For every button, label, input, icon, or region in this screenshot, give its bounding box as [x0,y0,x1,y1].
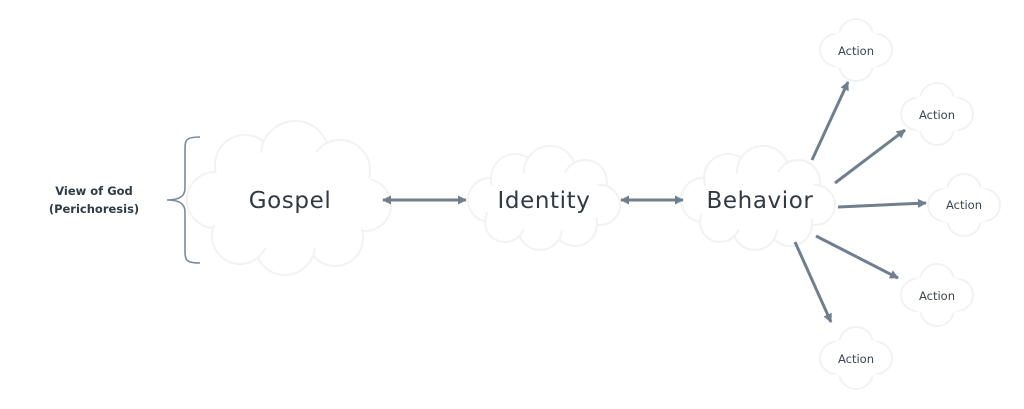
identity-cloud [467,145,621,251]
action-label-5: Action [837,352,875,366]
view-of-god-label: View of God (Perichoresis) [49,182,139,218]
behavior-action-arrow-4 [815,234,899,280]
behavior-action-arrow-3 [837,198,927,209]
action-cloud-2 [900,82,974,146]
action-label-1: Action [837,44,875,58]
gospel-label: Gospel [248,188,332,214]
behavior-action-arrow-1 [810,81,850,161]
gospel-cloud [186,120,392,276]
behavior-cloud [680,145,836,251]
behavior-label: Behavior [706,188,814,214]
action-cloud-5 [819,326,893,390]
identity-label: Identity [497,188,591,214]
action-label-4: Action [918,289,956,303]
action-label-3: Action [945,198,983,212]
curly-brace [166,136,201,264]
action-cloud-4 [900,263,974,327]
behavior-action-arrow-5 [793,241,833,323]
action-label-2: Action [918,108,956,122]
behavior-action-arrow-2 [834,128,906,185]
view-of-god-line1: View of God [55,184,133,198]
view-of-god-line2: (Perichoresis) [48,202,140,216]
action-cloud-3 [927,173,1001,237]
action-cloud-1 [819,18,893,82]
